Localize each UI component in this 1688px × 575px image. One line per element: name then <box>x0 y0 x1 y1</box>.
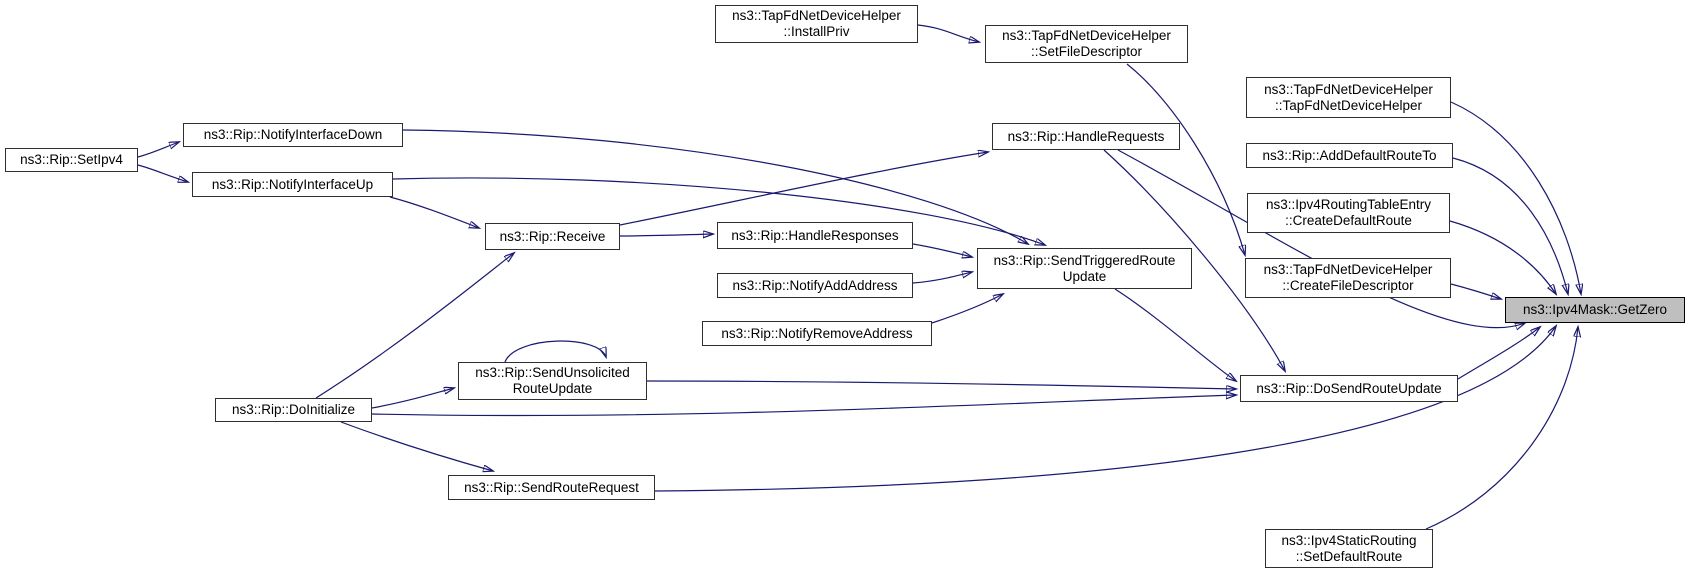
node-notifyremoveaddress[interactable]: ns3::Rip::NotifyRemoveAddress <box>702 321 932 346</box>
node-sendtriggeredrouteupdate[interactable]: ns3::Rip::SendTriggeredRoute Update <box>977 248 1192 289</box>
edge-doinitialize-to-dosendrouteupdate <box>371 395 1236 417</box>
edge-handlerequests-to-getzero <box>1117 149 1525 328</box>
edge-sendunsolicitedrouteupdate-to-dosendrouteupdate <box>646 380 1236 389</box>
node-tapfdnetdevicehelper-ctor[interactable]: ns3::TapFdNetDeviceHelper ::TapFdNetDevi… <box>1246 77 1451 118</box>
edge-dosendrouteupdate-to-getzero <box>1457 327 1540 380</box>
node-label: ns3::Rip::AddDefaultRouteTo <box>1262 147 1437 163</box>
node-adddefaultrouteto[interactable]: ns3::Rip::AddDefaultRouteTo <box>1246 143 1453 168</box>
node-label: ns3::Ipv4StaticRouting <box>1281 532 1417 548</box>
node-label: ::SetDefaultRoute <box>1295 548 1403 564</box>
node-label: ns3::Rip::Receive <box>499 228 606 244</box>
node-label: ns3::Rip::NotifyInterfaceDown <box>203 127 383 142</box>
node-label: ns3::TapFdNetDeviceHelper <box>732 8 901 23</box>
node-label: ns3::Ipv4RoutingTableEntry <box>1265 197 1432 212</box>
node-label: ns3::Ipv4Mask::GetZero <box>1522 302 1668 317</box>
node-label: ::SetFileDescriptor <box>1030 44 1143 59</box>
edge-doinitialize-to-sendunsolicitedrouteupdate <box>371 388 454 409</box>
node-label: ns3::Rip::NotifyRemoveAddress <box>721 325 913 341</box>
edge-doinitialize-to-sendrouterequest <box>340 421 493 471</box>
edge-setipv4-to-notifyinterfaceup <box>137 164 188 182</box>
edge-receive-to-handleresponses <box>619 234 713 236</box>
node-label: ::CreateFileDescriptor <box>1282 278 1414 293</box>
edge-notifyremoveaddress-to-sendtriggeredrouteupdate <box>931 294 1003 324</box>
edge-createfiledescriptor-to-getzero <box>1450 283 1501 299</box>
edge-setdefaultroute-to-getzero <box>1425 327 1578 530</box>
edge-adddefaultrouteto-to-getzero <box>1452 157 1568 294</box>
node-notifyaddaddress[interactable]: ns3::Rip::NotifyAddAddress <box>717 273 913 298</box>
node-label: ns3::Rip::DoInitialize <box>231 402 356 417</box>
edge-tapfdnetdevicehelper-to-getzero <box>1450 101 1581 294</box>
node-label: Update <box>1062 268 1107 284</box>
edge-installpriv-to-setfiledescriptor <box>917 24 979 42</box>
node-notifyinterfacedown[interactable]: ns3::Rip::NotifyInterfaceDown <box>183 123 403 147</box>
node-label: ::InstallPriv <box>783 24 850 39</box>
node-label: ::CreateDefaultRoute <box>1285 213 1412 228</box>
node-createfiledescriptor[interactable]: ns3::TapFdNetDeviceHelper ::CreateFileDe… <box>1245 258 1451 298</box>
node-createdefaultroute[interactable]: ns3::Ipv4RoutingTableEntry ::CreateDefau… <box>1247 193 1450 233</box>
node-label: ns3::Rip::SendRouteRequest <box>464 479 639 495</box>
edge-notifyaddaddress-to-sendtriggeredrouteupdate <box>912 272 972 284</box>
node-label: ns3::Rip::DoSendRouteUpdate <box>1256 380 1442 396</box>
edge-setfiledescriptor-to-createfiledescriptor <box>1126 63 1245 255</box>
node-label: ns3::Rip::HandleResponses <box>731 227 899 243</box>
node-label: ns3::TapFdNetDeviceHelper <box>1002 28 1171 43</box>
node-dosendrouteupdate[interactable]: ns3::Rip::DoSendRouteUpdate <box>1240 375 1458 402</box>
edge-sendrouterequest-to-getzero <box>654 326 1556 492</box>
node-handlerequests[interactable]: ns3::Rip::HandleRequests <box>992 123 1180 150</box>
edge-doinitialize-to-receive <box>315 253 514 399</box>
node-label: ns3::Rip::SendUnsolicited <box>475 365 630 380</box>
node-installpriv[interactable]: ns3::TapFdNetDeviceHelper ::InstallPriv <box>715 5 918 43</box>
edge-setipv4-to-notifyinterfacedown <box>137 142 179 158</box>
node-label: ::TapFdNetDeviceHelper <box>1274 97 1423 113</box>
edge-sendunsolicitedrouteupdate-self-loop <box>504 340 606 363</box>
node-sendunsolicitedrouteupdate[interactable]: ns3::Rip::SendUnsolicited RouteUpdate <box>458 362 647 400</box>
edge-notifyinterfacedown-to-sendtriggeredrouteupdate <box>402 129 1028 244</box>
edge-notifyinterfaceup-to-sendtriggeredrouteupdate <box>392 177 1045 245</box>
edge-receive-to-handlerequests <box>619 152 988 226</box>
node-setfiledescriptor[interactable]: ns3::TapFdNetDeviceHelper ::SetFileDescr… <box>985 25 1188 63</box>
edge-handleresponses-to-sendtriggeredrouteupdate <box>912 243 972 257</box>
edge-notifyinterfaceup-to-receive <box>389 196 479 228</box>
node-label: RouteUpdate <box>512 381 593 396</box>
node-setdefaultroute[interactable]: ns3::Ipv4StaticRouting ::SetDefaultRoute <box>1265 529 1433 568</box>
node-label: ns3::Rip::NotifyInterfaceUp <box>211 176 374 192</box>
node-label: ns3::TapFdNetDeviceHelper <box>1263 262 1433 277</box>
node-handleresponses[interactable]: ns3::Rip::HandleResponses <box>717 222 913 249</box>
node-notifyinterfaceup[interactable]: ns3::Rip::NotifyInterfaceUp <box>192 172 393 197</box>
node-label: ns3::Rip::SetIpv4 <box>20 152 123 167</box>
edge-handlerequests-to-dosendrouteupdate <box>1103 149 1285 371</box>
node-getzero-current: ns3::Ipv4Mask::GetZero <box>1505 297 1685 323</box>
edge-createdefaultroute-to-getzero <box>1449 220 1556 294</box>
node-label: ns3::Rip::HandleRequests <box>1007 128 1165 144</box>
node-label: ns3::TapFdNetDeviceHelper <box>1264 81 1433 97</box>
node-sendrouterequest[interactable]: ns3::Rip::SendRouteRequest <box>448 475 655 500</box>
node-doinitialize[interactable]: ns3::Rip::DoInitialize <box>215 398 372 422</box>
node-label: ns3::Rip::NotifyAddAddress <box>732 277 898 293</box>
node-setipv4[interactable]: ns3::Rip::SetIpv4 <box>5 148 138 172</box>
node-receive[interactable]: ns3::Rip::Receive <box>485 223 620 250</box>
edge-sendtriggeredrouteupdate-to-dosendrouteupdate <box>1114 288 1236 381</box>
node-label: ns3::Rip::SendTriggeredRoute <box>993 252 1176 268</box>
